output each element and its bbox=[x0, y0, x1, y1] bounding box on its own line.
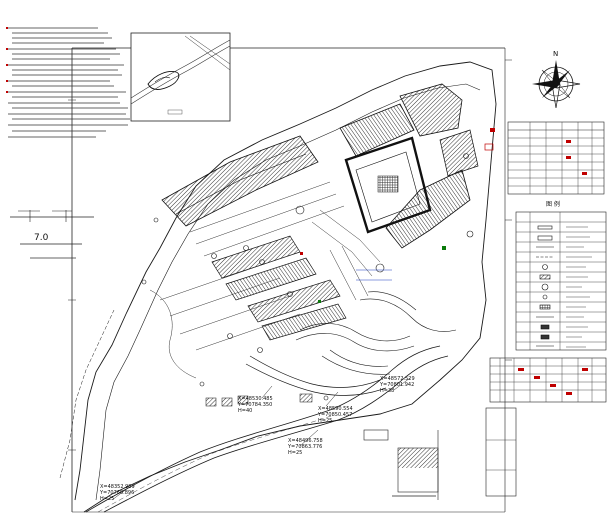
coordinate-leaders bbox=[111, 377, 411, 501]
upper-data-table bbox=[507, 121, 605, 195]
building-north-block bbox=[339, 103, 415, 157]
coordinate-h: H=38 bbox=[380, 388, 394, 394]
coordinate-y: Y=70863.776 bbox=[287, 444, 322, 450]
legend-title: 图 例 bbox=[546, 200, 560, 208]
building-north-east bbox=[399, 83, 463, 137]
coordinate-y: Y=70801.942 bbox=[379, 382, 414, 388]
lower-data-table bbox=[489, 357, 607, 403]
section-mark: 7.0 bbox=[10, 210, 94, 259]
annotation-markers bbox=[300, 128, 495, 303]
pavilion-2 bbox=[221, 397, 233, 407]
pavilion-1 bbox=[205, 397, 217, 407]
coordinate-h: H=25 bbox=[318, 418, 332, 424]
building-west-wing bbox=[161, 135, 319, 227]
building-terrace-4 bbox=[261, 303, 347, 341]
detail-block bbox=[363, 407, 517, 500]
coordinate-x: X=48496.758 bbox=[288, 438, 323, 444]
margin-ticks bbox=[68, 59, 512, 451]
pavilion-4 bbox=[299, 393, 313, 403]
compass-north-label: N bbox=[553, 50, 558, 58]
buildings bbox=[161, 83, 479, 407]
access-road bbox=[85, 345, 449, 513]
coordinate-x: X=48590.554 bbox=[318, 406, 353, 412]
coordinate-y: Y=70760.896 bbox=[99, 490, 134, 496]
section-number: 7.0 bbox=[34, 233, 49, 243]
tree-symbols bbox=[141, 153, 474, 401]
building-east-wing-2 bbox=[439, 129, 479, 177]
legend-table: 图 例 bbox=[515, 200, 607, 351]
coordinate-h: H=25 bbox=[100, 496, 114, 502]
coordinate-labels: X=48530.485 Y=70784.350 H=40 X=48572.529… bbox=[99, 376, 415, 502]
coordinate-h: H=40 bbox=[238, 408, 252, 414]
key-plan-inset bbox=[130, 32, 231, 122]
coordinate-point-2: X=48572.529 Y=70801.942 H=38 bbox=[379, 376, 415, 394]
coordinate-point-3: X=48590.554 Y=70850.457 H=25 bbox=[317, 406, 353, 424]
landscape-paths bbox=[295, 291, 457, 375]
building-terrace-3 bbox=[247, 279, 341, 323]
north-arrow-compass: N bbox=[532, 50, 581, 109]
coordinate-point-4: X=48496.758 Y=70863.776 H=25 bbox=[287, 438, 323, 456]
coordinate-h: H=25 bbox=[288, 450, 302, 456]
coordinate-point-1: X=48530.485 Y=70784.350 H=40 bbox=[237, 396, 273, 414]
coordinate-point-5: X=48352.989 Y=70760.896 H=25 bbox=[99, 484, 135, 502]
coordinate-x: X=48352.989 bbox=[100, 484, 135, 490]
coordinate-x: X=48572.529 bbox=[380, 376, 415, 382]
building-west-wing-inner bbox=[175, 153, 307, 215]
coordinate-y: Y=70850.457 bbox=[317, 412, 352, 418]
coordinate-x: X=48530.485 bbox=[238, 396, 273, 402]
site-circulation bbox=[149, 181, 381, 379]
building-terrace-2 bbox=[225, 257, 317, 301]
coordinate-y: Y=70784.350 bbox=[237, 402, 272, 408]
pavilion-3 bbox=[237, 395, 249, 405]
general-notes-block bbox=[6, 27, 130, 138]
